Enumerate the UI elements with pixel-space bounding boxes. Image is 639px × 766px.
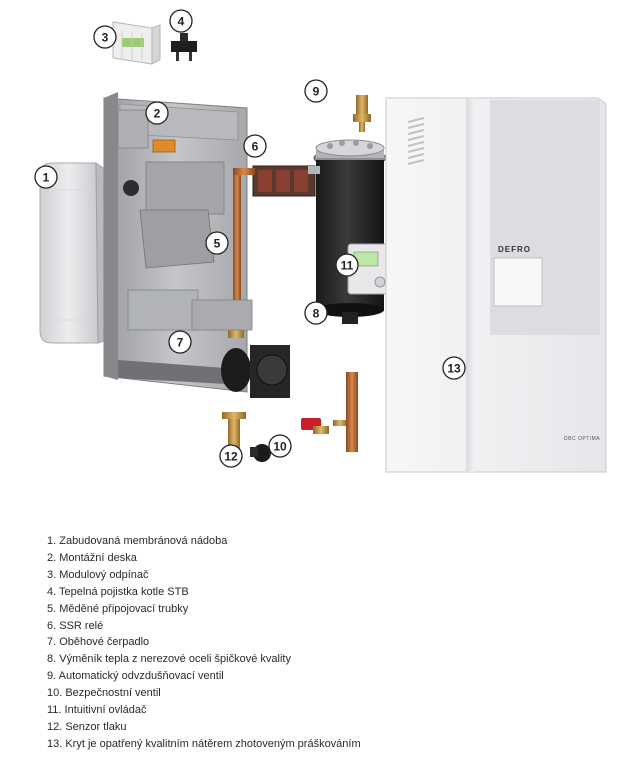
model-label: DBC OPTIMA: [564, 436, 600, 442]
callout-9: 9: [304, 79, 328, 103]
svg-text:8: 8: [313, 307, 320, 321]
svg-text:1: 1: [43, 171, 50, 185]
legend-item: 2. Montážní deska: [47, 551, 137, 564]
callout-2: 2: [145, 101, 169, 125]
parts-legend: 1. Zabudovaná membránová nádoba 2. Montá…: [47, 533, 607, 753]
svg-text:5: 5: [214, 237, 221, 251]
modular-disconnector: [112, 21, 161, 65]
automatic-air-vent: [353, 95, 371, 132]
callout-5: 5: [205, 231, 229, 255]
callout-6: 6: [243, 134, 267, 158]
svg-text:2: 2: [154, 107, 161, 121]
mounting-plate: [103, 92, 248, 393]
legend-item: 10. Bezpečnostní ventil: [47, 687, 161, 700]
svg-text:9: 9: [313, 85, 320, 99]
callout-13: 13: [442, 356, 466, 380]
svg-text:12: 12: [224, 450, 238, 464]
svg-text:6: 6: [252, 140, 259, 154]
circulation-pump: [191, 299, 290, 398]
legend-item: 12. Senzor tlaku: [47, 720, 127, 733]
legend-item: 1. Zabudovaná membránová nádoba: [47, 535, 228, 547]
svg-text:10: 10: [273, 440, 287, 454]
front-cover: DEFRO DBC OPTIMA: [385, 97, 607, 473]
legend-item: 7. Oběhové čerpadlo: [47, 636, 150, 649]
legend-item: 5. Měděné připojovací trubky: [47, 602, 189, 615]
copper-pipes: [233, 168, 255, 312]
legend-item: 6. SSR relé: [47, 619, 104, 632]
svg-text:13: 13: [447, 362, 461, 376]
callout-10: 10: [268, 434, 292, 458]
callout-1: 1: [34, 165, 58, 189]
legend-item: 11. Intuitivní ovládač: [47, 704, 147, 717]
callout-3: 3: [93, 25, 117, 49]
svg-text:7: 7: [177, 336, 184, 350]
brand-logo: DEFRO: [498, 245, 531, 254]
cover-vent-slots: [407, 117, 425, 165]
ssr-relay: [252, 165, 316, 197]
callout-7: 7: [168, 330, 192, 354]
exploded-view-diagram: DEFRO DBC OPTIMA 1 2 3 4 5 6: [34, 9, 607, 473]
legend-item: 3. Modulový odpínač: [47, 568, 149, 581]
callout-11: 11: [335, 253, 359, 277]
legend-item: 9. Automatický odvzdušňovací ventil: [47, 670, 224, 683]
svg-text:11: 11: [341, 259, 354, 273]
svg-text:4: 4: [178, 15, 185, 29]
svg-text:3: 3: [102, 31, 109, 45]
callout-8: 8: [304, 301, 328, 325]
heat-exchanger-tank: [308, 139, 387, 324]
callout-4: 4: [169, 9, 193, 33]
safety-valve: [301, 372, 358, 452]
callout-12: 12: [219, 444, 243, 468]
legend-item: 13. Kryt je opatřený kvalitním nátěrem z…: [47, 737, 361, 750]
legend-item: 4. Tepelná pojistka kotle STB: [47, 585, 189, 598]
stb-thermal-fuse: [171, 33, 197, 61]
expansion-vessel: [39, 162, 107, 344]
legend-item: 8. Výměník tepla z nerezové oceli špičko…: [47, 653, 291, 666]
